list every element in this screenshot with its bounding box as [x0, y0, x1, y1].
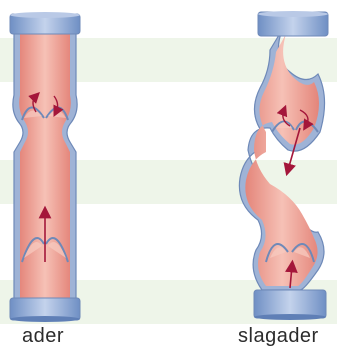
vein-vessel — [10, 12, 80, 322]
artery-vessel — [239, 11, 328, 320]
artery-label: slagader — [238, 325, 319, 348]
artery-cuff-bottom — [254, 290, 326, 318]
vein-label: ader — [22, 325, 64, 348]
